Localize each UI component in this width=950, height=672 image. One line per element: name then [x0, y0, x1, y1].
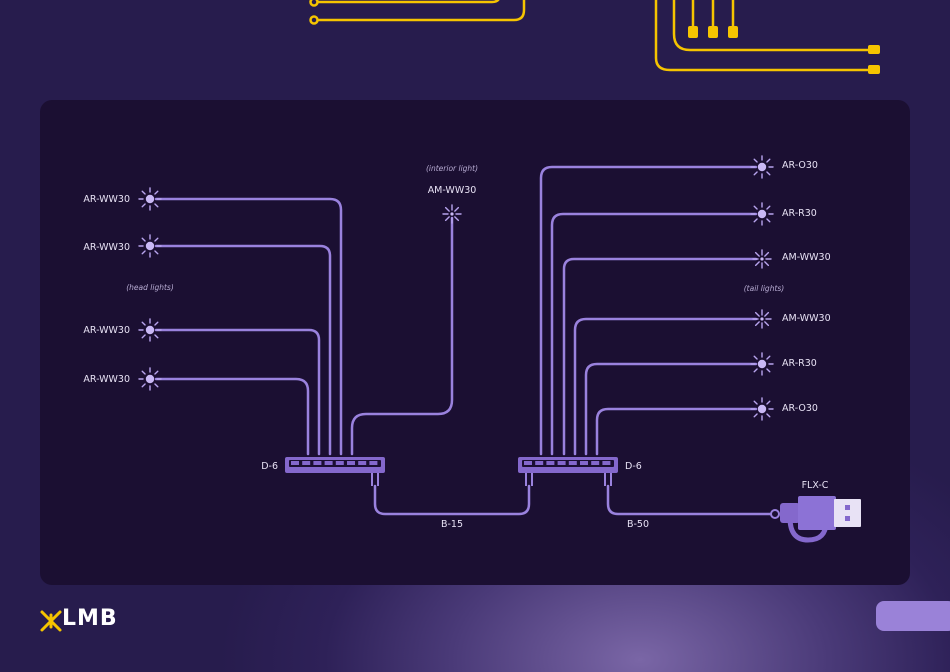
top-yellow-wiring [311, 0, 873, 70]
power-plug-label: FLX-C [802, 480, 829, 491]
lmb-logo-icon [42, 612, 60, 630]
left-light-label-4: AR-WW30 [83, 374, 130, 385]
hub-port [580, 461, 588, 465]
left-light-icon-4 [139, 368, 161, 390]
right-light-label-1: AR-O30 [782, 160, 818, 171]
cable-b15-label: B-15 [441, 519, 463, 530]
hub-port [291, 461, 299, 465]
hub-port [325, 461, 333, 465]
interior-light-label: AM-WW30 [428, 185, 477, 196]
right-light-label-6: AR-O30 [782, 403, 818, 414]
right-light-icon-5 [751, 353, 773, 375]
hub-port [358, 461, 366, 465]
left-light-icon-3 [139, 319, 161, 341]
left-light-label-2: AR-WW30 [83, 242, 130, 253]
hub-port [558, 461, 566, 465]
right-light-icon-2 [751, 203, 773, 225]
hub-port [535, 461, 543, 465]
cable-b50-label: B-50 [627, 519, 649, 530]
hub-port [347, 461, 355, 465]
right-light-label-5: AR-R30 [782, 358, 817, 369]
head-lights-note: (head lights) [126, 283, 174, 292]
brand-logo-text: LMB [62, 606, 118, 631]
right-light-icon-4 [753, 310, 771, 328]
left-light-icon-1 [139, 188, 161, 210]
left-hub-label: D-6 [261, 461, 278, 472]
interior-light-note: (interior light) [426, 164, 478, 173]
right-light-icon-1 [751, 156, 773, 178]
right-light-label-3: AM-WW30 [782, 252, 831, 263]
right-hub-label: D-6 [625, 461, 642, 472]
tail-lights-note: (tail lights) [744, 284, 785, 293]
right-light-label-4: AM-WW30 [782, 313, 831, 324]
hub-port [591, 461, 599, 465]
hub-port [546, 461, 554, 465]
hub-port [524, 461, 532, 465]
hub-port [313, 461, 321, 465]
hub-port [336, 461, 344, 465]
hub-port [369, 461, 377, 465]
left-light-label-3: AR-WW30 [83, 325, 130, 336]
right-light-icon-6 [751, 398, 773, 420]
hub-port [302, 461, 310, 465]
left-light-icon-2 [139, 235, 161, 257]
page-tab [876, 601, 950, 631]
right-light-icon-3 [753, 250, 771, 268]
right-light-label-2: AR-R30 [782, 208, 817, 219]
hub-port [602, 461, 610, 465]
hub-port [569, 461, 577, 465]
left-light-label-1: AR-WW30 [83, 194, 130, 205]
interior-light-icon [443, 205, 461, 223]
